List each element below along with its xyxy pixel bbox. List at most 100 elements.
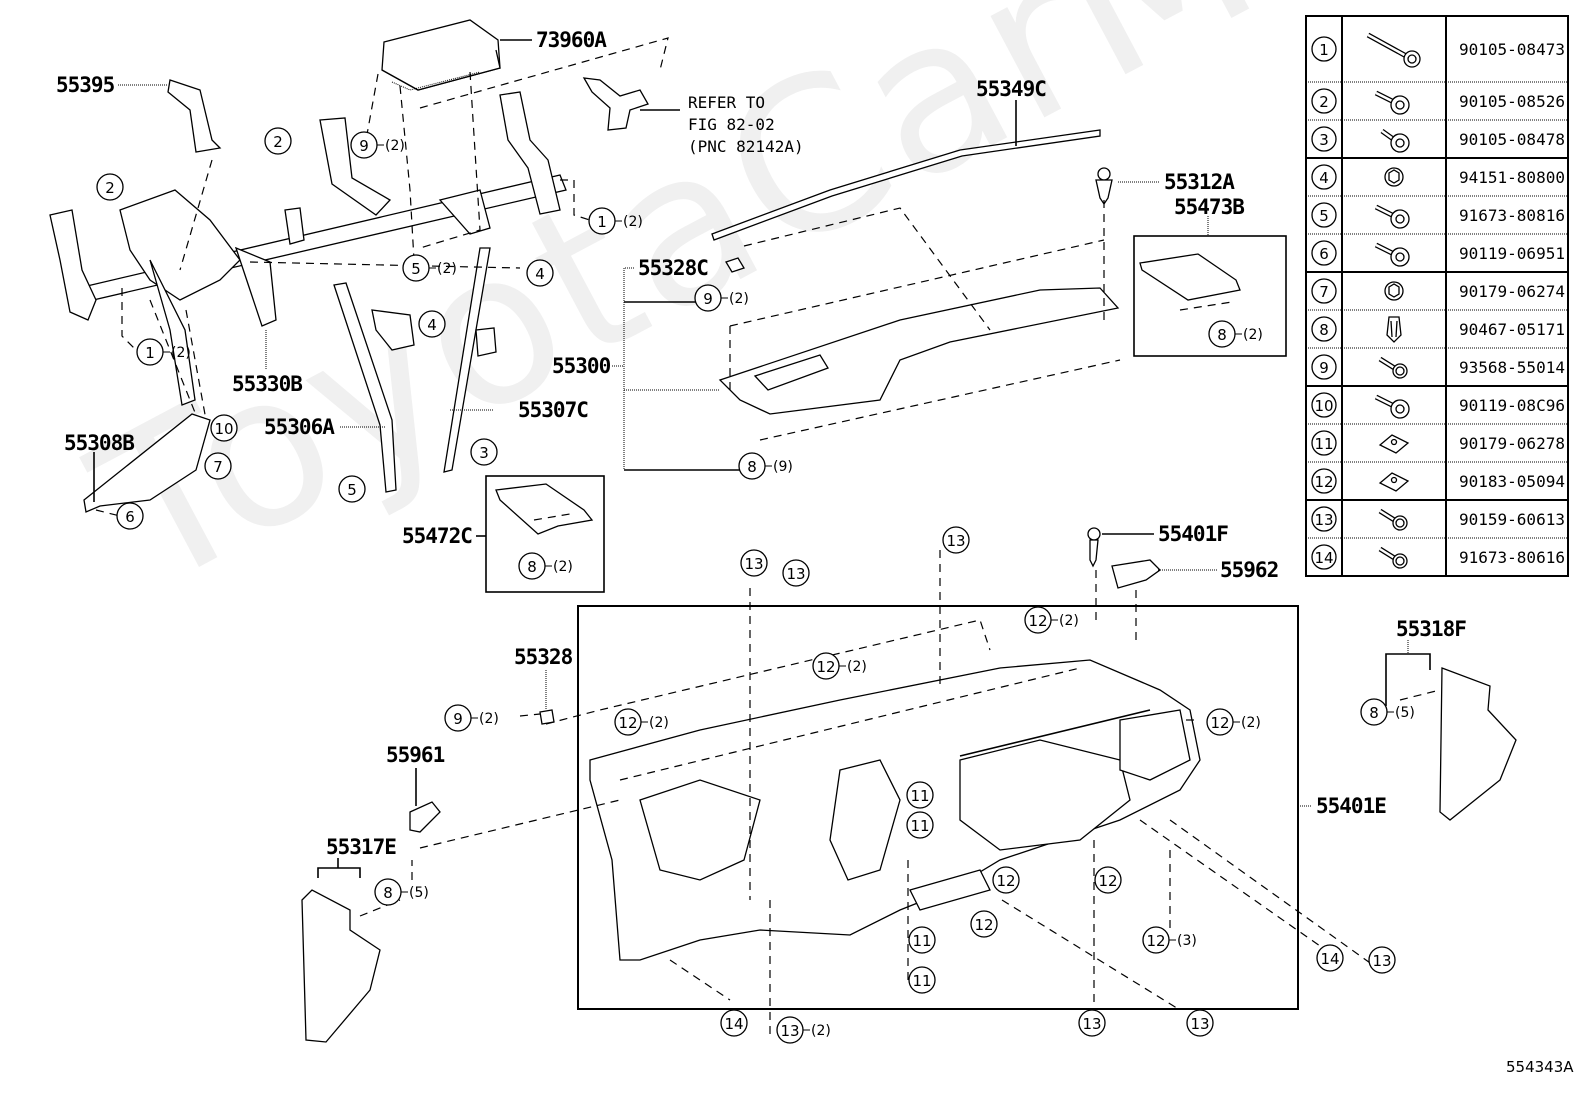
clip-55312A[interactable]	[1095, 167, 1113, 206]
callout-14[interactable]: 14	[1316, 944, 1344, 972]
callout-11[interactable]: 11	[906, 811, 934, 839]
dashboard-55401E[interactable]	[589, 659, 1201, 961]
bracket-55308B[interactable]	[83, 413, 211, 513]
label-55472C[interactable]: 55472C	[402, 524, 473, 548]
label-55317E[interactable]: 55317E	[326, 835, 397, 859]
callout-12[interactable]: 12	[970, 910, 998, 938]
callout-number: 13	[1082, 1015, 1101, 1033]
bracket-55395[interactable]	[167, 79, 222, 153]
harness-bracket[interactable]	[582, 77, 649, 131]
callout-12[interactable]: 12(3)	[1142, 926, 1197, 954]
side-panel-55317E[interactable]	[301, 889, 381, 1043]
callout-12[interactable]: 12	[992, 866, 1020, 894]
callout-8[interactable]: 8(5)	[1360, 698, 1415, 726]
callout-4[interactable]: 4	[526, 259, 554, 287]
callout-8[interactable]: 8(5)	[374, 878, 429, 906]
callout-8[interactable]: 8(2)	[518, 552, 573, 580]
label-55328C[interactable]: 55328C	[638, 256, 709, 280]
label-55328[interactable]: 55328	[514, 645, 574, 669]
callout-9[interactable]: 9(2)	[350, 131, 405, 159]
clip-55328C[interactable]	[725, 257, 745, 273]
callout-circle	[782, 559, 810, 587]
callout-10[interactable]: 10	[210, 414, 238, 442]
callout-9[interactable]: 9(2)	[444, 704, 499, 732]
callout-13[interactable]: 13	[942, 526, 970, 554]
label-55300[interactable]: 55300	[552, 354, 612, 378]
callout-7[interactable]: 7	[204, 452, 232, 480]
label-55306A[interactable]: 55306A	[264, 415, 336, 439]
screw-icon	[1378, 356, 1408, 379]
callout-13[interactable]: 13	[1368, 946, 1396, 974]
callout-3[interactable]: 3	[470, 438, 498, 466]
brace-55307C[interactable]	[443, 247, 497, 473]
label-55318F[interactable]: 55318F	[1396, 617, 1467, 641]
callout-13[interactable]: 13(2)	[776, 1016, 831, 1044]
cover-55472C[interactable]	[495, 483, 594, 535]
molding-55349C[interactable]	[711, 129, 1101, 241]
callout-4[interactable]: 4	[418, 310, 446, 338]
callout-5[interactable]: 5	[338, 475, 366, 503]
callout-2[interactable]: 2	[96, 173, 124, 201]
label-55308B[interactable]: 55308B	[64, 431, 135, 455]
callout-9[interactable]: 9(2)	[694, 284, 749, 312]
vent-55961[interactable]	[409, 801, 441, 833]
label-55401E[interactable]: 55401E	[1316, 794, 1387, 818]
callout-11[interactable]: 11	[908, 926, 936, 954]
callout-8[interactable]: 8(2)	[1208, 320, 1263, 348]
ref-circle	[1311, 506, 1337, 532]
callout-number: 12	[996, 872, 1015, 890]
callout-14[interactable]: 14	[720, 1009, 748, 1037]
clip-55328[interactable]	[539, 709, 555, 725]
label-55312A[interactable]: 55312A	[1164, 170, 1236, 194]
airbag-module[interactable]	[381, 19, 501, 91]
cover-55473B[interactable]	[1139, 253, 1241, 301]
callout-13[interactable]: 13	[1078, 1009, 1106, 1037]
label-55395[interactable]: 55395	[56, 73, 116, 97]
callout-8[interactable]: 8(9)	[738, 452, 793, 480]
callout-12[interactable]: 12(2)	[614, 708, 669, 736]
label-55473B[interactable]: 55473B	[1174, 195, 1245, 219]
vent-55962[interactable]	[1111, 559, 1162, 589]
callout-5[interactable]: 5(2)	[402, 254, 457, 282]
label-55961[interactable]: 55961	[386, 743, 446, 767]
label-73960A[interactable]: 73960A	[536, 28, 608, 52]
brace-55306A[interactable]	[333, 282, 415, 493]
label-55307C[interactable]: 55307C	[518, 398, 589, 422]
callout-1[interactable]: 1(2)	[588, 207, 643, 235]
callout-13[interactable]: 13	[1186, 1009, 1214, 1037]
label-55349C[interactable]: 55349C	[976, 77, 1047, 101]
callout-1[interactable]: 1(2)	[136, 338, 191, 366]
label-55962[interactable]: 55962	[1220, 558, 1279, 582]
callout-2[interactable]: 2	[264, 127, 292, 155]
callout-12[interactable]: 12(2)	[812, 652, 867, 680]
callout-11[interactable]: 11	[906, 781, 934, 809]
panel-55300[interactable]	[718, 287, 1120, 415]
callout-12[interactable]: 12(2)	[1206, 708, 1261, 736]
clip-55401F[interactable]	[1087, 527, 1101, 568]
side-panel-55318F[interactable]	[1439, 667, 1517, 821]
label-55330B[interactable]: 55330B	[232, 372, 303, 396]
callout-13[interactable]: 13	[782, 559, 810, 587]
callout-6[interactable]: 6	[116, 502, 144, 530]
callout-12[interactable]: 12(2)	[1024, 606, 1079, 634]
callout-13[interactable]: 13	[740, 549, 768, 577]
label-55401F[interactable]: 55401F	[1158, 522, 1229, 546]
steering-support-beam[interactable]	[49, 91, 567, 406]
callout-12[interactable]: 12	[1094, 866, 1122, 894]
callout-11[interactable]: 11	[908, 966, 936, 994]
